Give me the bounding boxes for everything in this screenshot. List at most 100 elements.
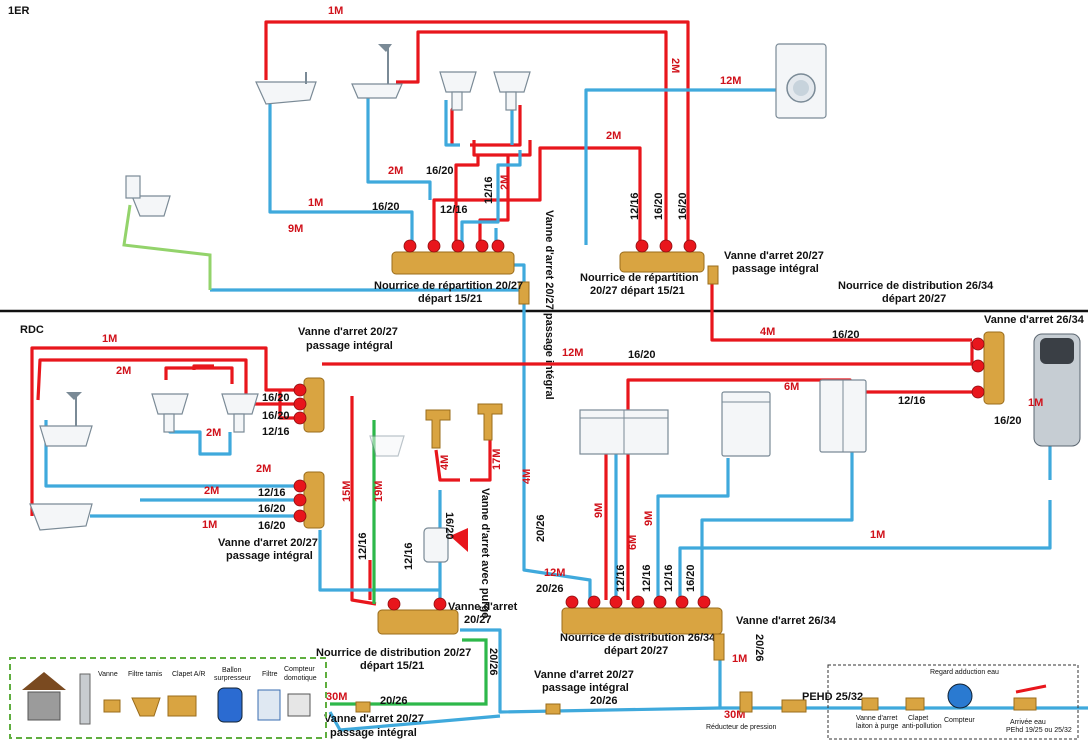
heater-manifold <box>971 331 1005 405</box>
label-9m-b: 9M <box>643 511 655 526</box>
well-icon <box>22 672 66 721</box>
label-vanne-rdc-mid-2: passage intégral <box>226 550 313 562</box>
anti-pollution-valve-icon <box>905 697 925 711</box>
legend-filtre: Filtre <box>262 671 278 678</box>
label-1216-g: 12/16 <box>357 532 369 560</box>
green-pipe-supply <box>330 638 488 706</box>
pressure-tank-icon <box>217 687 243 723</box>
legend-compteur-2: domotique <box>284 675 317 682</box>
label-2026-green: 20/26 <box>487 648 499 676</box>
upper-cold-pipes <box>210 88 778 600</box>
label-vanne-2634-b: Vanne d'arret 26/34 <box>736 615 837 627</box>
upper-manifold-left <box>391 239 515 275</box>
washing-machine <box>775 43 827 119</box>
label-vanne-up: Vanne d'arret 20/27 passage intégral <box>543 210 555 400</box>
upper-manifold-right <box>619 239 705 273</box>
label-nour-dist-b-1: Nourrice de distribution 26/34 <box>560 632 716 644</box>
label-12m-long: 12M <box>562 347 583 359</box>
label-nour-g-2: départ 15/21 <box>360 660 424 672</box>
label-6m: 6M <box>784 381 799 393</box>
ground-manifold-cold <box>293 471 325 529</box>
label-1m-cold: 1M <box>870 529 885 541</box>
label-1m-top: 1M <box>328 5 343 17</box>
upper-left-stop-valve <box>518 281 530 305</box>
equipment-legend: Vanne Filtre tamis Clapet A/R Ballon sur… <box>9 657 327 739</box>
label-g-1216-b: 12/16 <box>258 487 286 499</box>
label-2m-vert: 2M <box>499 175 511 190</box>
label-vanne-main-1: Vanne d'arret 20/27 <box>324 713 424 725</box>
label-2026-bot: 20/26 <box>590 695 618 707</box>
shower-ground <box>39 392 93 447</box>
check-valve-icon <box>167 695 197 717</box>
label-g-1216-a: 12/16 <box>262 426 290 438</box>
label-2m-sink: 2M <box>388 165 403 177</box>
label-nour-up-right-1: Nourrice de répartition <box>580 272 699 284</box>
label-nour-g-1: Nourrice de distribution 20/27 <box>316 647 471 659</box>
ground-manifold-2027 <box>377 597 459 635</box>
floor-label-upper: 1ER <box>8 5 29 17</box>
shower-upper <box>351 44 403 99</box>
label-g-1m-b: 1M <box>202 519 217 531</box>
dishwasher <box>721 391 771 457</box>
bottom-stop-valve <box>545 703 561 715</box>
legend-filtre-tamis: Filtre tamis <box>128 671 163 678</box>
label-1216-vert: 12/16 <box>483 176 495 204</box>
main-stop-valve-2634 <box>713 633 725 661</box>
legend-compteur-1: Compteur <box>284 666 315 673</box>
regard-clapet-2: anti-pollution <box>902 723 942 730</box>
label-nour-dist-b-2: départ 20/27 <box>604 645 668 657</box>
legend-ballon-1: Ballon <box>222 667 242 674</box>
label-vanne-2027-g-1: Vanne d'arret <box>448 601 518 613</box>
ground-manifold-hot <box>293 377 325 433</box>
label-12m-top: 12M <box>720 75 741 87</box>
outdoor-taps <box>425 403 503 449</box>
pehd-fitting <box>781 699 807 713</box>
refrigerator <box>819 379 867 453</box>
label-2026-b: 20/26 <box>753 634 765 662</box>
label-nour-up-right-2: 20/27 départ 15/21 <box>590 285 685 297</box>
upper-hot-pipes <box>264 20 972 342</box>
legend-vanne: Vanne <box>98 671 118 678</box>
label-1m-heater: 1M <box>1028 397 1043 409</box>
label-1620-heater: 16/20 <box>994 415 1022 427</box>
regard-title: Regard adduction eau <box>930 669 999 676</box>
pump-icon <box>79 673 91 725</box>
wc-upper <box>125 175 171 217</box>
label-g-1620-c: 16/20 <box>258 503 286 515</box>
upper-right-stop-valve <box>707 265 719 285</box>
label-2m-top: 2M <box>669 58 681 73</box>
wc-ground <box>369 435 405 457</box>
label-6m-a: 6M <box>627 535 639 550</box>
label-1216-r1: 12/16 <box>629 192 641 220</box>
water-heater <box>1033 333 1081 447</box>
label-vanne-purge: Vanne d'arret avec purge <box>479 488 491 618</box>
label-2026-main: 20/26 <box>380 695 408 707</box>
regard-vanne-2: laiton à purge <box>856 723 899 730</box>
meter-pit-box: Regard adduction eau Vanne d'arret laito… <box>827 664 1079 740</box>
wc-upper-supply <box>122 204 212 290</box>
kitchen-sink <box>579 409 669 455</box>
sink-ground-right <box>221 393 259 433</box>
floor-label-ground: RDC <box>20 324 44 336</box>
label-1216-dish: 12/16 <box>898 395 926 407</box>
smart-meter-icon <box>287 693 311 717</box>
label-1620-r3: 16/20 <box>677 192 689 220</box>
label-vanne-bot-1: Vanne d'arret 20/27 <box>534 669 634 681</box>
label-g-2m-d: 2M <box>204 485 219 497</box>
purge-valve-icon <box>861 697 879 711</box>
main-stop-valve <box>355 701 371 713</box>
label-1620-r2: 16/20 <box>653 192 665 220</box>
sink-ground-left <box>151 393 189 433</box>
label-1620-a: 16/20 <box>426 165 454 177</box>
ground-manifold-2634 <box>561 595 723 635</box>
label-g-2m-c: 2M <box>256 463 271 475</box>
regard-vanne-1: Vanne d'arret <box>856 715 897 722</box>
regard-arrivee-1: Arrivée eau <box>1010 719 1046 726</box>
label-vanne-bot-2: passage intégral <box>542 682 629 694</box>
valve-icon <box>103 699 121 713</box>
label-1m-b: 1M <box>732 653 747 665</box>
regard-clapet-1: Clapet <box>908 715 928 722</box>
pressure-reducer <box>739 691 753 713</box>
water-meter-icon <box>947 683 973 709</box>
label-vanne-rdc-top-1: Vanne d'arret 20/27 <box>298 326 398 338</box>
